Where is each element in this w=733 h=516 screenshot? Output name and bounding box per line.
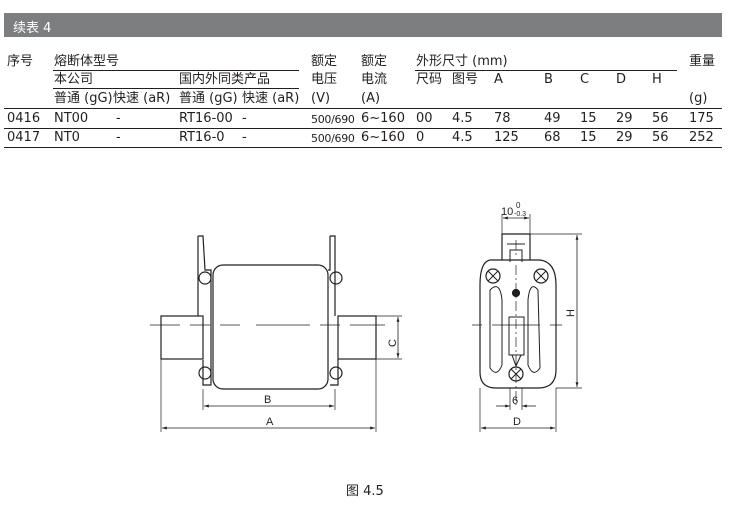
hdr-weight: 重量 (689, 54, 716, 69)
row1-D: 29 (616, 111, 633, 126)
row1-fig: 4.5 (452, 111, 473, 126)
figure-caption: 图 4.5 (346, 484, 384, 499)
hdr-size: 尺码 (416, 72, 443, 87)
row2-H: 56 (652, 130, 669, 145)
row2-C: 15 (580, 130, 597, 145)
hdr-H: H (652, 72, 662, 87)
hdr-model: 熔断体型号 (54, 54, 120, 69)
right-blade (337, 315, 377, 360)
screw-icon (329, 271, 343, 285)
row1-peer-gg: RT16-00 (179, 111, 233, 126)
rule (4, 147, 722, 148)
fuse-body (212, 264, 329, 390)
row2-D: 29 (616, 130, 633, 145)
hdr-ar1: 快速 (aR) (113, 91, 171, 106)
right-lug (328, 235, 339, 386)
label-A: A (266, 416, 274, 428)
row2-seq: 0417 (7, 130, 41, 145)
label-C: C (387, 339, 399, 347)
row1-A: 78 (494, 111, 511, 126)
rule (4, 108, 722, 109)
hdr-gg2: 普通 (gG) (179, 91, 238, 106)
row1-B: 49 (544, 111, 561, 126)
row2-ar: - (116, 130, 121, 145)
label-D: D (513, 416, 521, 428)
label-10: 10 (501, 206, 513, 218)
hdr-volt2: 电压 (311, 72, 338, 87)
hdr-fig: 图号 (452, 72, 479, 87)
side-view (150, 235, 402, 432)
table-title-bar: 续表 4 (4, 13, 722, 37)
hdr-D: D (616, 72, 627, 87)
screw-icon (198, 366, 212, 380)
row2-fig: 4.5 (452, 130, 473, 145)
hdr-peer: 国内外同类产品 (179, 72, 271, 87)
hdr-ar2: 快速 (aR) (242, 91, 300, 106)
label-H: H (565, 309, 577, 317)
center-slot (508, 316, 525, 356)
end-view (472, 214, 582, 432)
hdr-B: B (544, 72, 553, 87)
screw-icon (329, 366, 343, 380)
row1-weight: 175 (689, 111, 714, 126)
row1-volt: 500/690 (311, 113, 355, 126)
row2-peer-ar: - (242, 130, 247, 145)
row1-size: 00 (416, 111, 433, 126)
tol-lower: -0.3 (514, 211, 526, 218)
hdr-own: 本公司 (54, 72, 94, 87)
rule (415, 70, 677, 71)
hdr-dims: 外形尺寸 (mm) (416, 54, 508, 69)
hdr-weight-unit: (g) (689, 91, 708, 106)
row1-C: 15 (580, 111, 597, 126)
row2-weight: 252 (689, 130, 714, 145)
hdr-curr2: 电流 (361, 72, 388, 87)
hdr-volt1: 额定 (311, 54, 338, 69)
dim-labels: B A C H 6 D 10 0 -0.3 (264, 201, 577, 428)
label-6: 6 (512, 395, 518, 407)
rule (53, 88, 299, 89)
label-B: B (264, 394, 271, 406)
left-blade (160, 315, 204, 360)
row1-curr: 6~160 (361, 111, 405, 126)
hdr-A: A (494, 72, 503, 87)
row1-ar: - (116, 111, 121, 126)
row2-A: 125 (494, 130, 519, 145)
row2-gg: NT0 (54, 130, 80, 145)
hdr-C: C (580, 72, 590, 87)
table-title: 续表 4 (13, 21, 52, 36)
row1-H: 56 (652, 111, 669, 126)
row1-seq: 0416 (7, 111, 41, 126)
hdr-seq: 序号 (7, 54, 34, 69)
top-lug (501, 233, 531, 260)
rule (4, 128, 722, 129)
tol-upper: 0 (516, 201, 521, 210)
hdr-gg1: 普通 (gG) (54, 91, 113, 106)
hdr-curr3: (A) (361, 91, 381, 106)
hdr-volt3: (V) (311, 91, 331, 106)
row2-volt: 500/690 (311, 132, 355, 145)
row2-size: 0 (416, 130, 425, 145)
row2-curr: 6~160 (361, 130, 405, 145)
hdr-curr1: 额定 (361, 54, 388, 69)
screw-icon (533, 268, 549, 284)
left-lug (197, 235, 212, 386)
row2-B: 68 (544, 130, 561, 145)
rule (53, 70, 299, 71)
row2-peer-gg: RT16-0 (179, 130, 225, 145)
screw-icon (485, 268, 501, 284)
row1-gg: NT00 (54, 111, 89, 126)
screw-icon (198, 271, 212, 285)
end-housing (479, 259, 557, 389)
row1-peer-ar: - (242, 111, 247, 126)
